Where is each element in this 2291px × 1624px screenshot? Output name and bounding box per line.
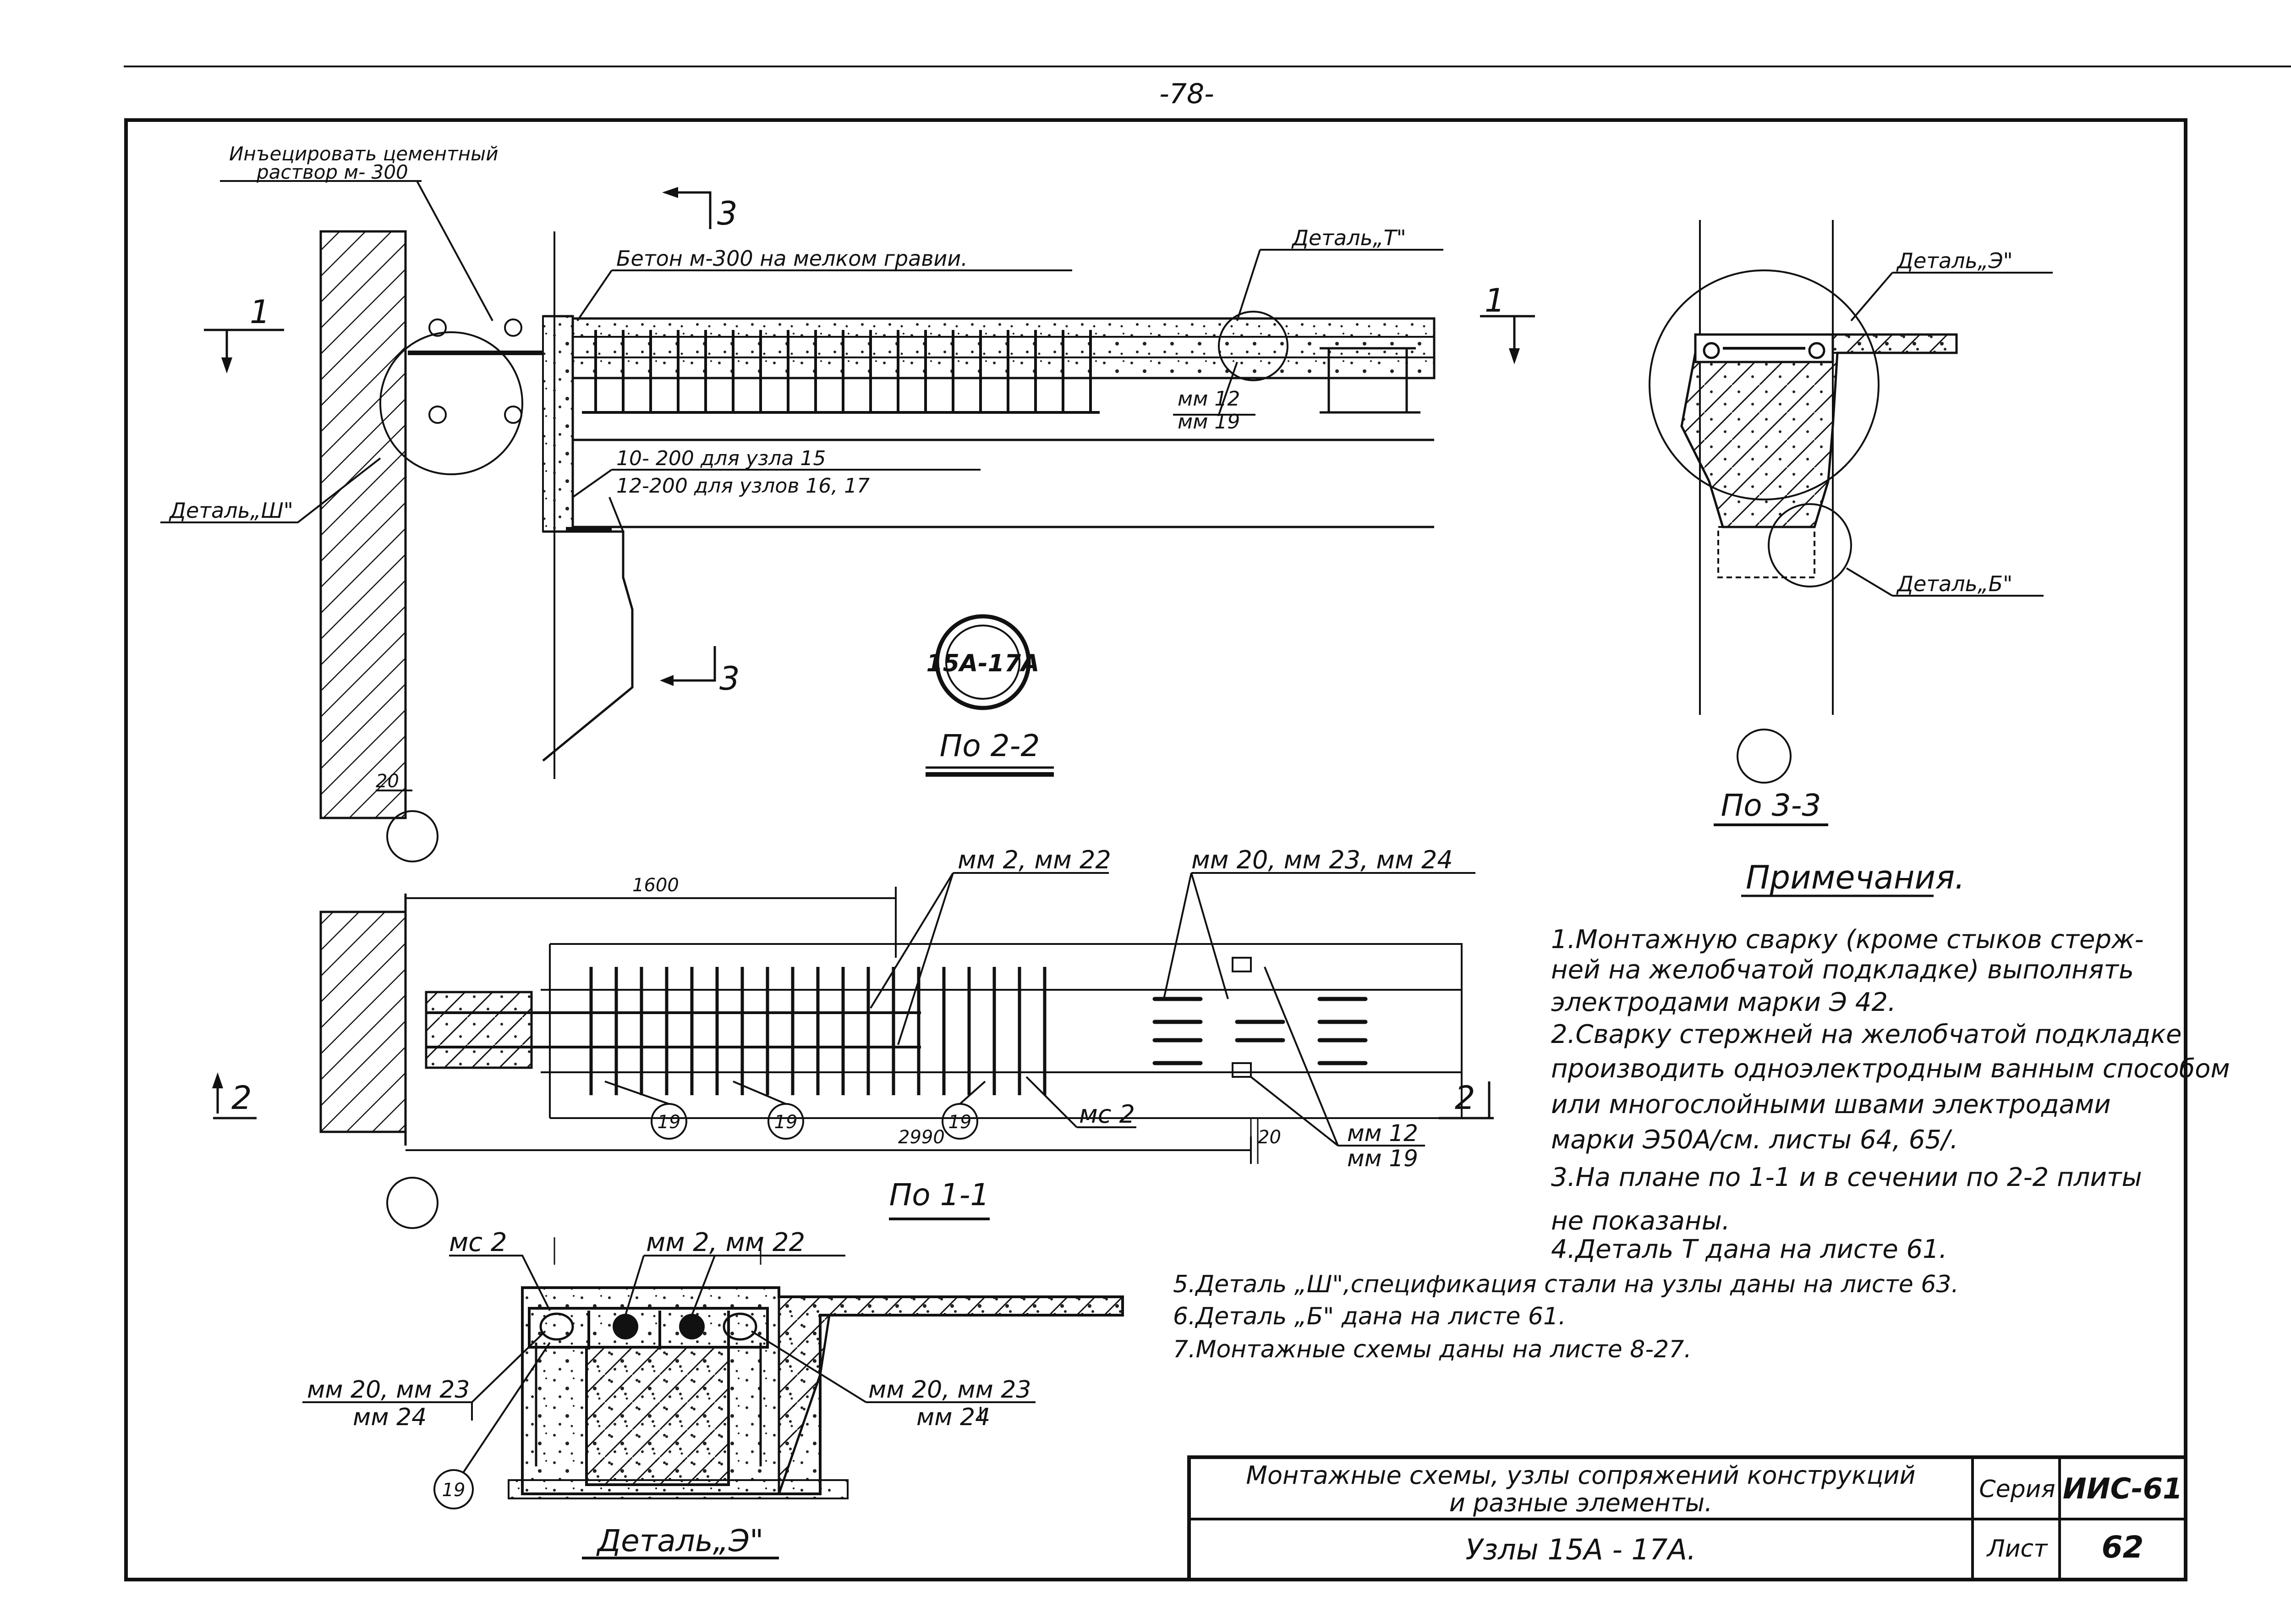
note-line-9: не показаны. — [1551, 1206, 1730, 1236]
detail-e-mc2: мс 2 — [449, 1228, 507, 1257]
dim-20-1-1: 20 — [1258, 1127, 1281, 1148]
section-3-3-drawing — [1649, 220, 2053, 826]
section-2-2-label: По 2-2 — [940, 728, 1040, 763]
title-line-1: Монтажные схемы, узлы сопряжений констру… — [1246, 1461, 1916, 1490]
series-value: ИИС-61 — [2062, 1472, 2183, 1505]
detail-e-right-1: мм 20, мм 23 — [868, 1376, 1031, 1404]
sheet-frame — [124, 118, 2187, 1581]
detail-b-callout: Деталь„Б" — [1896, 571, 2012, 596]
detail-e-callout: Деталь„Э" — [1896, 248, 2013, 273]
cut-1-left: 1 — [250, 293, 270, 331]
detail-e-mark-19: 19 — [442, 1480, 466, 1501]
dim-2990: 2990 — [898, 1127, 945, 1148]
note-line-10: 4.Деталь Т дана на листе 61. — [1551, 1234, 1947, 1264]
wall-hatch — [319, 230, 407, 819]
sheet-label: Лист — [1987, 1535, 2048, 1563]
concrete-callout: Бетон м-300 на мелком гравии. — [616, 246, 968, 271]
note-line-4: 2.Сварку стержней на желобчатой подкладк… — [1551, 1020, 2182, 1049]
dim-1600: 1600 — [632, 875, 679, 896]
detail-e-label: Деталь„Э" — [596, 1523, 764, 1558]
section-1-1-label: По 1-1 — [889, 1177, 990, 1213]
detail-t-callout: Деталь„Т" — [1291, 225, 1406, 250]
cut-3-top: 3 — [717, 195, 738, 232]
detail-sh-circle — [379, 331, 523, 475]
sheet-value: 62 — [2101, 1530, 2144, 1565]
note-line-2: ней на желобчатой подкладке) выполнять — [1551, 955, 2134, 985]
note-line-11: 5.Деталь „Ш",спецификация стали на узлы … — [1173, 1271, 1959, 1298]
detail-e-mm2-mm22: мм 2, мм 22 — [646, 1228, 805, 1257]
page-number: -78- — [1159, 78, 1214, 110]
title-subtitle: Узлы 15А - 17А. — [1465, 1533, 1696, 1566]
note-line-1: 1.Монтажную сварку (кроме стыков стерж- — [1551, 925, 2144, 955]
cut-1-right: 1 — [1485, 282, 1505, 319]
note-line-3: электродами марки Э 42. — [1551, 988, 1896, 1017]
rebar-mm20-23-24: мм 20, мм 23, мм 24 — [1191, 845, 1453, 874]
detail-e-right-2: мм 24 — [916, 1404, 990, 1431]
detail-e-drawing — [302, 1237, 1124, 1559]
mark-19-a: 19 — [658, 1112, 681, 1133]
section-3-3-body — [1680, 333, 1958, 528]
detail-b-circle — [1768, 503, 1852, 587]
notes-title: Примечания. — [1746, 859, 1965, 896]
detail-t-circle — [1218, 311, 1288, 381]
node-badge-circle — [935, 614, 1031, 710]
detail-e-circle — [1649, 269, 1880, 500]
mark-19-b: 19 — [774, 1112, 798, 1133]
title-line-2: и разные элементы. — [1449, 1488, 1713, 1517]
section-2-2-drawing — [160, 180, 1535, 862]
detail-e-left-2: мм 24 — [353, 1404, 427, 1431]
rebar-mc2-1-1: мс 2 — [1079, 1100, 1135, 1129]
inject-callout-1: Инъецировать цементный — [229, 143, 499, 165]
cut-2-right: 2 — [1455, 1079, 1475, 1117]
mark-19-c: 19 — [948, 1112, 972, 1133]
note-line-12: 6.Деталь „Б" дана на листе 61. — [1173, 1303, 1566, 1330]
note-line-13: 7.Монтажные схемы даны на листе 8-27. — [1173, 1336, 1692, 1363]
note-line-7: марки Э50А/см. листы 64, 65/. — [1551, 1125, 1958, 1155]
cut-2-left: 2 — [231, 1079, 252, 1117]
title-block-frame — [1187, 1455, 2187, 1581]
dim-20-2-2: 20 — [376, 771, 399, 792]
note-line-6: или многослойными швами электродами — [1551, 1090, 2111, 1119]
note-line-8: 3.На плане по 1-1 и в сечении по 2-2 пли… — [1551, 1163, 2142, 1192]
section-3-3-label: По 3-3 — [1721, 788, 1821, 823]
node-badge: 15А-17А — [926, 650, 1040, 677]
inject-callout-2: раствор м- 300 — [256, 161, 408, 183]
series-label: Серия — [1979, 1476, 2055, 1503]
detail-e-left-1: мм 20, мм 23 — [307, 1376, 470, 1404]
rebar-mm12-1-1: мм 12 — [1347, 1120, 1418, 1147]
note-line-5: производить одноэлектродным ванным спосо… — [1551, 1054, 2230, 1084]
rebar-mm2-mm22-1-1: мм 2, мм 22 — [958, 845, 1111, 874]
rebar-mm19-label: мм 19 — [1178, 410, 1240, 433]
spacing-label-1: 10- 200 для узла 15 — [616, 447, 826, 470]
spacing-label-2: 12-200 для узлов 16, 17 — [616, 474, 870, 498]
rebar-mm19-1-1: мм 19 — [1347, 1145, 1418, 1172]
section-1-1-drawing — [212, 872, 1494, 1229]
cut-3-bottom: 3 — [719, 660, 740, 697]
slab — [571, 317, 1436, 379]
rebar-mm12-label: мм 12 — [1178, 387, 1240, 411]
detail-sh-callout: Деталь„Ш" — [169, 498, 293, 523]
